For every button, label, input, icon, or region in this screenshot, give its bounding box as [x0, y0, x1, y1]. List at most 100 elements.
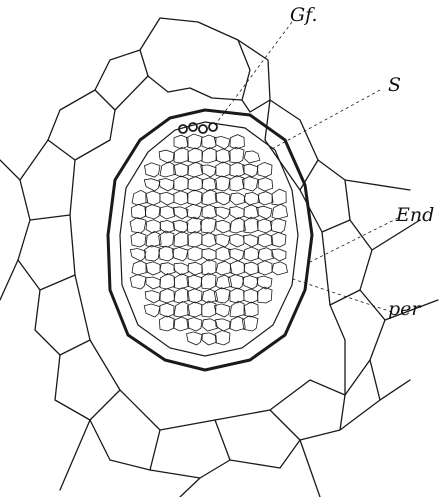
stele-cell [201, 258, 217, 276]
stele-cell [186, 317, 203, 332]
stele-cell [213, 206, 231, 220]
stele-cell [243, 246, 260, 262]
stele-cell [215, 260, 233, 276]
stele-cell [271, 261, 288, 276]
pericycle-ring [119, 121, 299, 357]
stele-cell [143, 303, 161, 318]
stele-cell [173, 287, 190, 304]
s-leader [269, 89, 381, 151]
stele-cell [200, 272, 217, 290]
stele-cell [158, 230, 175, 248]
stele-cell [229, 217, 246, 234]
stele-cell [144, 162, 161, 178]
stele-cell [243, 204, 259, 220]
stele-cell [187, 147, 203, 164]
stele-cell [159, 191, 175, 206]
stele-cell [243, 216, 259, 234]
stele-cell [242, 234, 259, 248]
stele-cell [229, 260, 246, 276]
stele-cell [173, 262, 189, 276]
stele-cell [229, 287, 245, 304]
stele-cell [158, 245, 175, 262]
stele-cell [173, 175, 189, 192]
stele-cell [243, 150, 261, 164]
stele-cell [200, 164, 217, 178]
stele-cell [186, 288, 203, 304]
stele-cell [201, 300, 217, 318]
stele-cell [129, 274, 147, 290]
stele-cell [243, 301, 259, 318]
stele-cell [213, 233, 231, 248]
stele-cell [145, 231, 162, 248]
stele-cell [214, 175, 231, 192]
stele-cell [187, 161, 204, 178]
stele-cell [229, 206, 245, 220]
stele-cell [173, 230, 189, 248]
stele-cells [129, 133, 289, 346]
stele-cell [201, 232, 217, 248]
stele-cell [159, 288, 175, 304]
stele-cell [186, 189, 203, 206]
stele-cell [215, 219, 231, 234]
stele-cell [173, 134, 189, 150]
stele-cell [242, 275, 259, 290]
stele-cell [256, 218, 273, 234]
stele-cell [173, 273, 190, 290]
stele-cell [241, 176, 259, 192]
stele-cell [145, 219, 162, 234]
stele-cell [271, 188, 287, 206]
stele-cell [129, 217, 147, 234]
stele-cell [187, 246, 203, 262]
stele-cell [228, 248, 245, 262]
stele-cell [143, 244, 161, 262]
stele-cell [257, 247, 275, 262]
stele-cell [257, 177, 274, 192]
stele-cell [201, 177, 218, 192]
stele-cell [229, 161, 245, 178]
stele-cell [201, 204, 217, 220]
stele-cell [158, 315, 175, 332]
stele-cell [173, 190, 189, 206]
stele-cell [271, 248, 287, 262]
stele-cell [214, 329, 231, 346]
cortex-cells [0, 17, 439, 498]
stele-cell [172, 219, 189, 234]
stele-cell [256, 161, 273, 178]
stele-cell [256, 286, 273, 304]
stele-cell [241, 315, 259, 332]
end-leader [309, 217, 399, 263]
stele-cell [159, 205, 176, 220]
stele-cell [187, 230, 203, 248]
stele-cell [186, 274, 203, 290]
stele-cell [256, 205, 273, 220]
stele-cell [257, 233, 274, 248]
stele-cell [215, 246, 231, 262]
stele-cell [143, 178, 161, 192]
stele-cell [201, 288, 219, 304]
stele-cell [214, 303, 231, 318]
stele-cell [173, 162, 189, 178]
stele-cell [269, 217, 287, 234]
stele-cell [158, 178, 175, 192]
stele-cell [201, 189, 218, 206]
stele-cell [214, 191, 231, 206]
stele-cell [242, 163, 259, 178]
stele-cell [215, 148, 231, 164]
end-label: End [396, 204, 435, 226]
stele-cell [229, 233, 245, 248]
stele-cell [186, 331, 203, 346]
stele-cell [227, 274, 245, 290]
stele-cell [229, 174, 245, 192]
stele-cell [201, 134, 217, 150]
stele-cell [130, 231, 147, 248]
stele-cell [173, 300, 191, 318]
stele-cell [271, 203, 289, 220]
stele-cell [159, 262, 176, 276]
gf-label: Gf. [290, 4, 318, 26]
stele-cell [215, 274, 233, 290]
stele-cell [159, 161, 177, 178]
stele-cell [215, 161, 231, 178]
stele-cell [213, 287, 231, 304]
stele-cell [243, 191, 261, 206]
